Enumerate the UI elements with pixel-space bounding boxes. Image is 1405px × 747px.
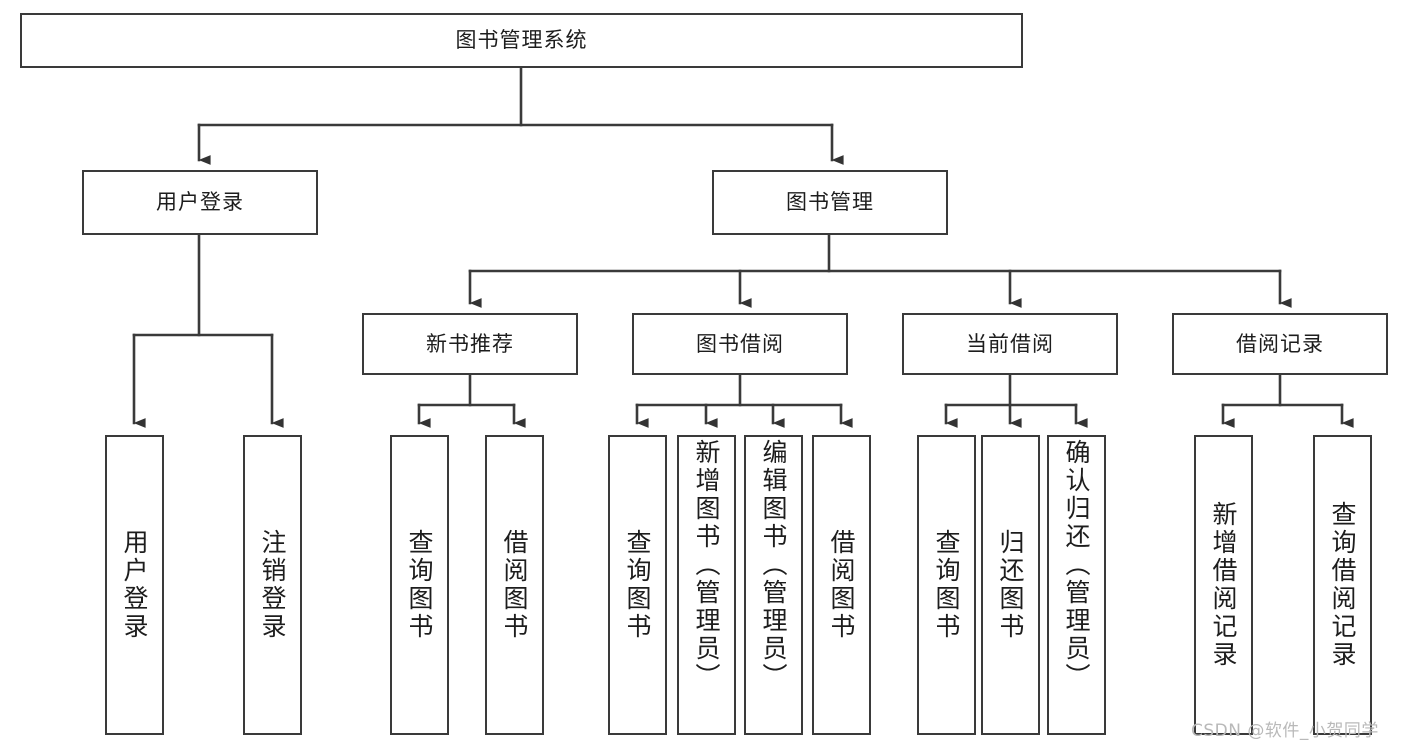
- node-label: 新书推荐: [426, 331, 514, 356]
- node-label: 确认归还（管理员）: [1062, 439, 1091, 691]
- node-label: 图书管理: [786, 190, 874, 215]
- node-label: 新增图书（管理员）: [692, 439, 721, 691]
- node-label: 归还图书: [996, 529, 1025, 641]
- node-book-borrow[interactable]: 图书借阅: [632, 313, 848, 375]
- watermark-csdn: CSDN @软件_小贺同学: [1191, 721, 1379, 741]
- node-label: 查询图书: [405, 529, 434, 641]
- node-user-login[interactable]: 用户登录: [82, 170, 318, 235]
- node-label: 编辑图书（管理员）: [759, 439, 788, 691]
- node-label: 查询借阅记录: [1328, 501, 1357, 669]
- leaf-record-query-record[interactable]: 查询借阅记录: [1313, 435, 1372, 735]
- leaf-recommend-query-book[interactable]: 查询图书: [390, 435, 449, 735]
- node-new-book-recommend[interactable]: 新书推荐: [362, 313, 578, 375]
- node-label: 借阅记录: [1236, 331, 1324, 356]
- leaf-record-add-record[interactable]: 新增借阅记录: [1194, 435, 1253, 735]
- node-current-borrow[interactable]: 当前借阅: [902, 313, 1118, 375]
- node-root-system[interactable]: 图书管理系统: [20, 13, 1023, 68]
- node-book-management[interactable]: 图书管理: [712, 170, 948, 235]
- node-label: 图书管理系统: [455, 28, 588, 53]
- node-label: 借阅图书: [827, 529, 856, 641]
- node-label: 用户登录: [120, 529, 149, 641]
- leaf-current-return-book[interactable]: 归还图书: [981, 435, 1040, 735]
- leaf-borrow-borrow-book[interactable]: 借阅图书: [812, 435, 871, 735]
- node-label: 图书借阅: [696, 331, 784, 356]
- leaf-user-login-do[interactable]: 用户登录: [105, 435, 164, 735]
- node-label: 新增借阅记录: [1209, 501, 1238, 669]
- node-label: 用户登录: [156, 190, 244, 215]
- leaf-borrow-add-book-admin[interactable]: 新增图书（管理员）: [677, 435, 736, 735]
- leaf-user-logout[interactable]: 注销登录: [243, 435, 302, 735]
- node-label: 注销登录: [258, 529, 287, 641]
- node-label: 查询图书: [623, 529, 652, 641]
- leaf-recommend-borrow-book[interactable]: 借阅图书: [485, 435, 544, 735]
- node-borrow-record[interactable]: 借阅记录: [1172, 313, 1388, 375]
- leaf-current-query-book[interactable]: 查询图书: [917, 435, 976, 735]
- leaf-borrow-edit-book-admin[interactable]: 编辑图书（管理员）: [744, 435, 803, 735]
- node-label: 借阅图书: [500, 529, 529, 641]
- leaf-current-confirm-return-admin[interactable]: 确认归还（管理员）: [1047, 435, 1106, 735]
- node-label: 查询图书: [932, 529, 961, 641]
- leaf-borrow-query-book[interactable]: 查询图书: [608, 435, 667, 735]
- node-label: 当前借阅: [966, 331, 1054, 356]
